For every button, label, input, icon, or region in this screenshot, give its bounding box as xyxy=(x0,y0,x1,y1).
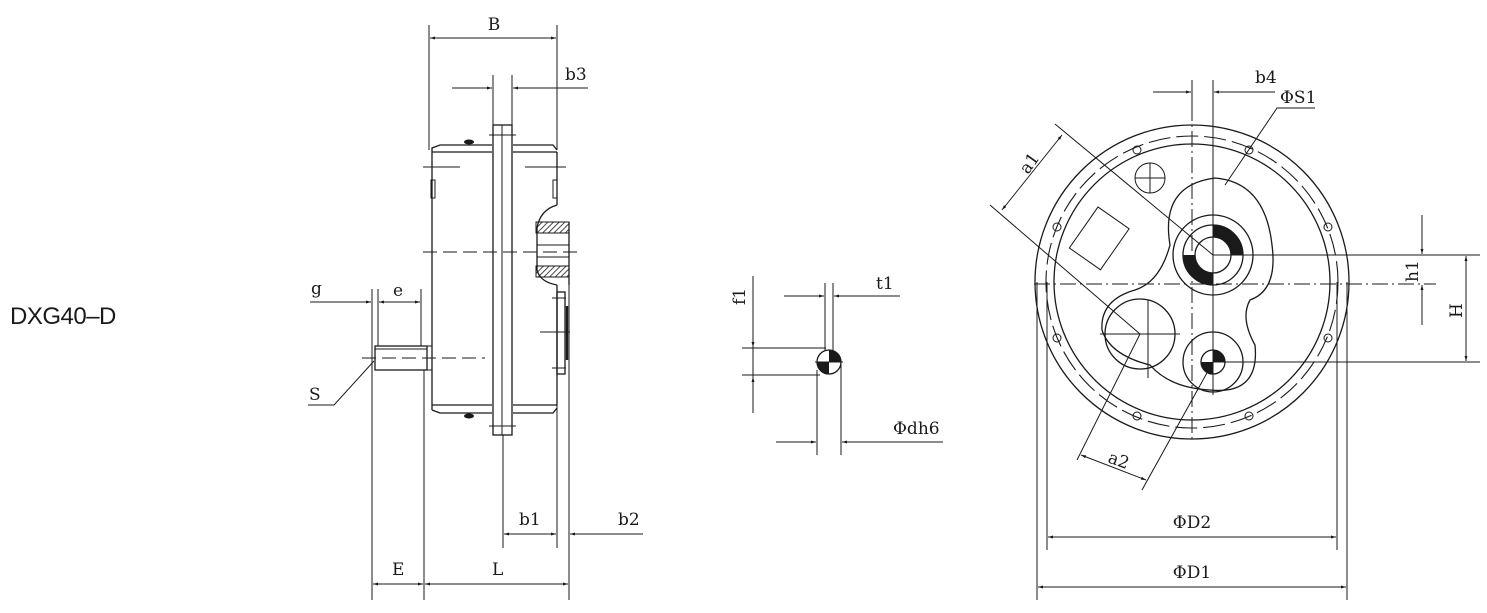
output-bearing xyxy=(535,204,570,286)
label-S: S xyxy=(309,385,321,405)
label-t1: t1 xyxy=(876,274,894,294)
label-a2: a2 xyxy=(1105,448,1132,474)
label-f1: f1 xyxy=(730,288,750,305)
label-dh6: Φdh6 xyxy=(893,419,940,439)
shaft-key-detail: t1 f1 Φdh6 xyxy=(730,274,943,455)
dimension-E-L: E L xyxy=(373,560,568,586)
model-label: DXG40–D xyxy=(10,303,116,330)
bolt-holes xyxy=(1052,145,1333,421)
label-D2: ΦD2 xyxy=(1173,513,1211,533)
label-B: B xyxy=(488,15,501,35)
label-H: H xyxy=(1447,303,1467,318)
leader-S: S xyxy=(308,360,375,406)
label-L: L xyxy=(492,560,503,580)
label-e: e xyxy=(393,281,403,301)
label-b2: b2 xyxy=(618,510,640,530)
dimension-a1: a1 xyxy=(989,123,1214,335)
side-view: B b3 xyxy=(308,15,643,600)
dimension-b3: b3 xyxy=(452,65,588,125)
dimension-b4: b4 xyxy=(1153,68,1277,105)
dimension-D2-D1: ΦD2 ΦD1 xyxy=(1036,282,1348,600)
leader-S1: ΦS1 xyxy=(1224,88,1316,186)
label-S1: ΦS1 xyxy=(1280,88,1316,108)
side-cover xyxy=(540,291,570,375)
label-h1: h1 xyxy=(1403,260,1423,282)
dimension-b1-b2: b1 b2 xyxy=(504,510,643,536)
label-b3: b3 xyxy=(565,65,587,85)
input-shaft xyxy=(362,345,485,371)
label-D1: ΦD1 xyxy=(1173,563,1211,583)
label-g: g xyxy=(311,279,322,299)
front-view: b4 ΦS1 a1 a2 h1 H xyxy=(989,68,1480,600)
housing-profile xyxy=(1101,177,1274,392)
gearbox-housing xyxy=(423,139,566,419)
label-b1: b1 xyxy=(519,510,541,530)
label-b4: b4 xyxy=(1255,68,1277,88)
label-E: E xyxy=(392,560,404,580)
dimension-h1-H: h1 H xyxy=(1213,215,1480,363)
label-a1: a1 xyxy=(1016,149,1044,178)
flange-plate xyxy=(489,124,516,436)
dimension-g-e: g e xyxy=(310,279,422,600)
